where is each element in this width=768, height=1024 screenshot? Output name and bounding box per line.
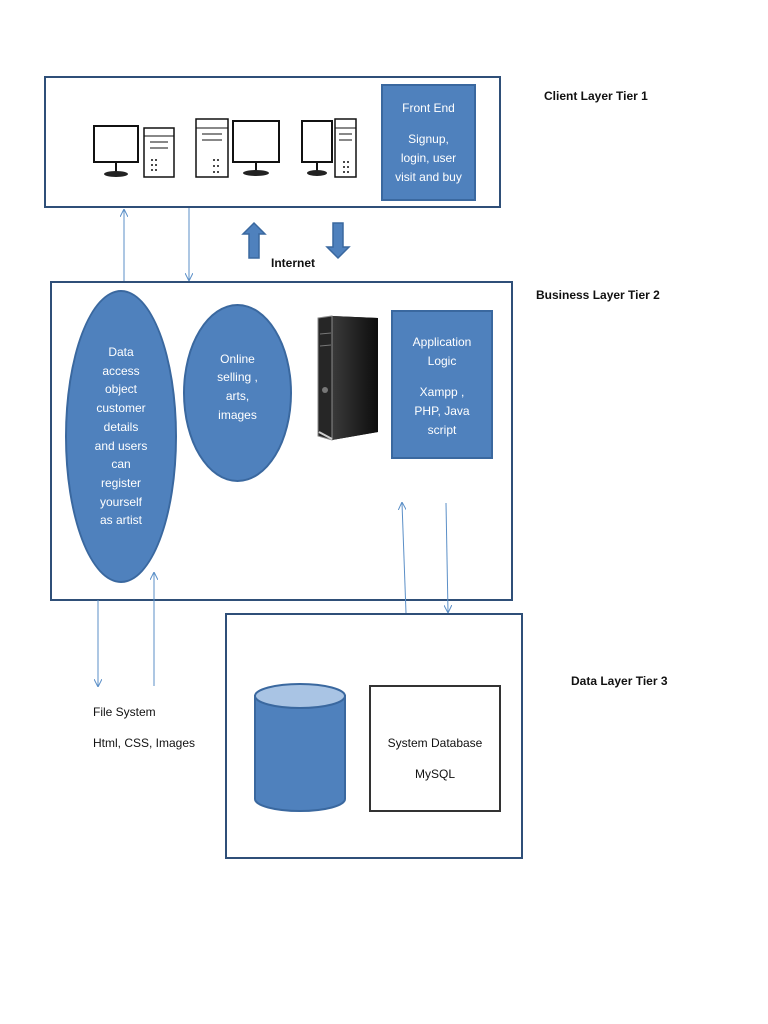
- app-logic-line: Xampp ,: [419, 385, 465, 399]
- dao-line: can: [111, 457, 131, 472]
- dao-line: as artist: [99, 513, 142, 528]
- system-database-box: [369, 685, 501, 812]
- business-layer-title: Business Layer Tier 2: [536, 288, 660, 302]
- online-line: selling ,: [217, 370, 258, 385]
- file-system-title: File System: [93, 705, 156, 719]
- app-logic-line: script: [427, 423, 457, 437]
- dao-line: details: [103, 419, 139, 434]
- data-to-business-arrow: [402, 503, 407, 614]
- front-end-box: Front End Signup, login, user visit and …: [381, 84, 476, 201]
- dao-line: access: [102, 363, 140, 378]
- online-line: images: [218, 407, 257, 422]
- app-logic-line: PHP, Java: [414, 404, 470, 418]
- dao-line: customer: [96, 401, 146, 416]
- mysql-label: MySQL: [414, 767, 455, 781]
- online-selling-ellipse: Online selling , arts, images: [183, 304, 292, 482]
- dao-line: yourself: [99, 494, 143, 509]
- internet-upload-arrow: [241, 221, 267, 259]
- system-database-label: System Database: [387, 736, 483, 750]
- online-line: arts,: [225, 389, 250, 403]
- desktop-computer-icon: [93, 125, 175, 178]
- business-to-data-arrow: [446, 502, 448, 612]
- app-logic-heading: Application: [412, 335, 472, 349]
- client-layer-title: Client Layer Tier 1: [544, 89, 648, 103]
- internet-label: Internet: [271, 256, 316, 270]
- dao-line: Data: [108, 344, 134, 359]
- online-line: Online: [220, 351, 255, 366]
- desktop-computer-icon: [195, 118, 280, 178]
- front-end-heading: Front End: [402, 101, 455, 115]
- application-logic-box: Application Logic Xampp , PHP, Java scri…: [391, 310, 493, 459]
- front-end-line: login, user: [400, 151, 457, 165]
- dao-line: object: [104, 382, 138, 397]
- data-layer-title: Data Layer Tier 3: [571, 674, 668, 688]
- front-end-line: visit and buy: [395, 170, 462, 184]
- app-logic-heading: Logic: [427, 354, 457, 368]
- dao-line: register: [100, 475, 141, 490]
- internet-download-arrow: [325, 222, 351, 260]
- front-end-line: Signup,: [408, 132, 449, 146]
- data-access-object-ellipse: Data access object customer details and …: [65, 290, 177, 583]
- desktop-computer-icon: [301, 118, 357, 178]
- file-system-subtitle: Html, CSS, Images: [93, 736, 196, 750]
- dao-line: and users: [94, 438, 148, 453]
